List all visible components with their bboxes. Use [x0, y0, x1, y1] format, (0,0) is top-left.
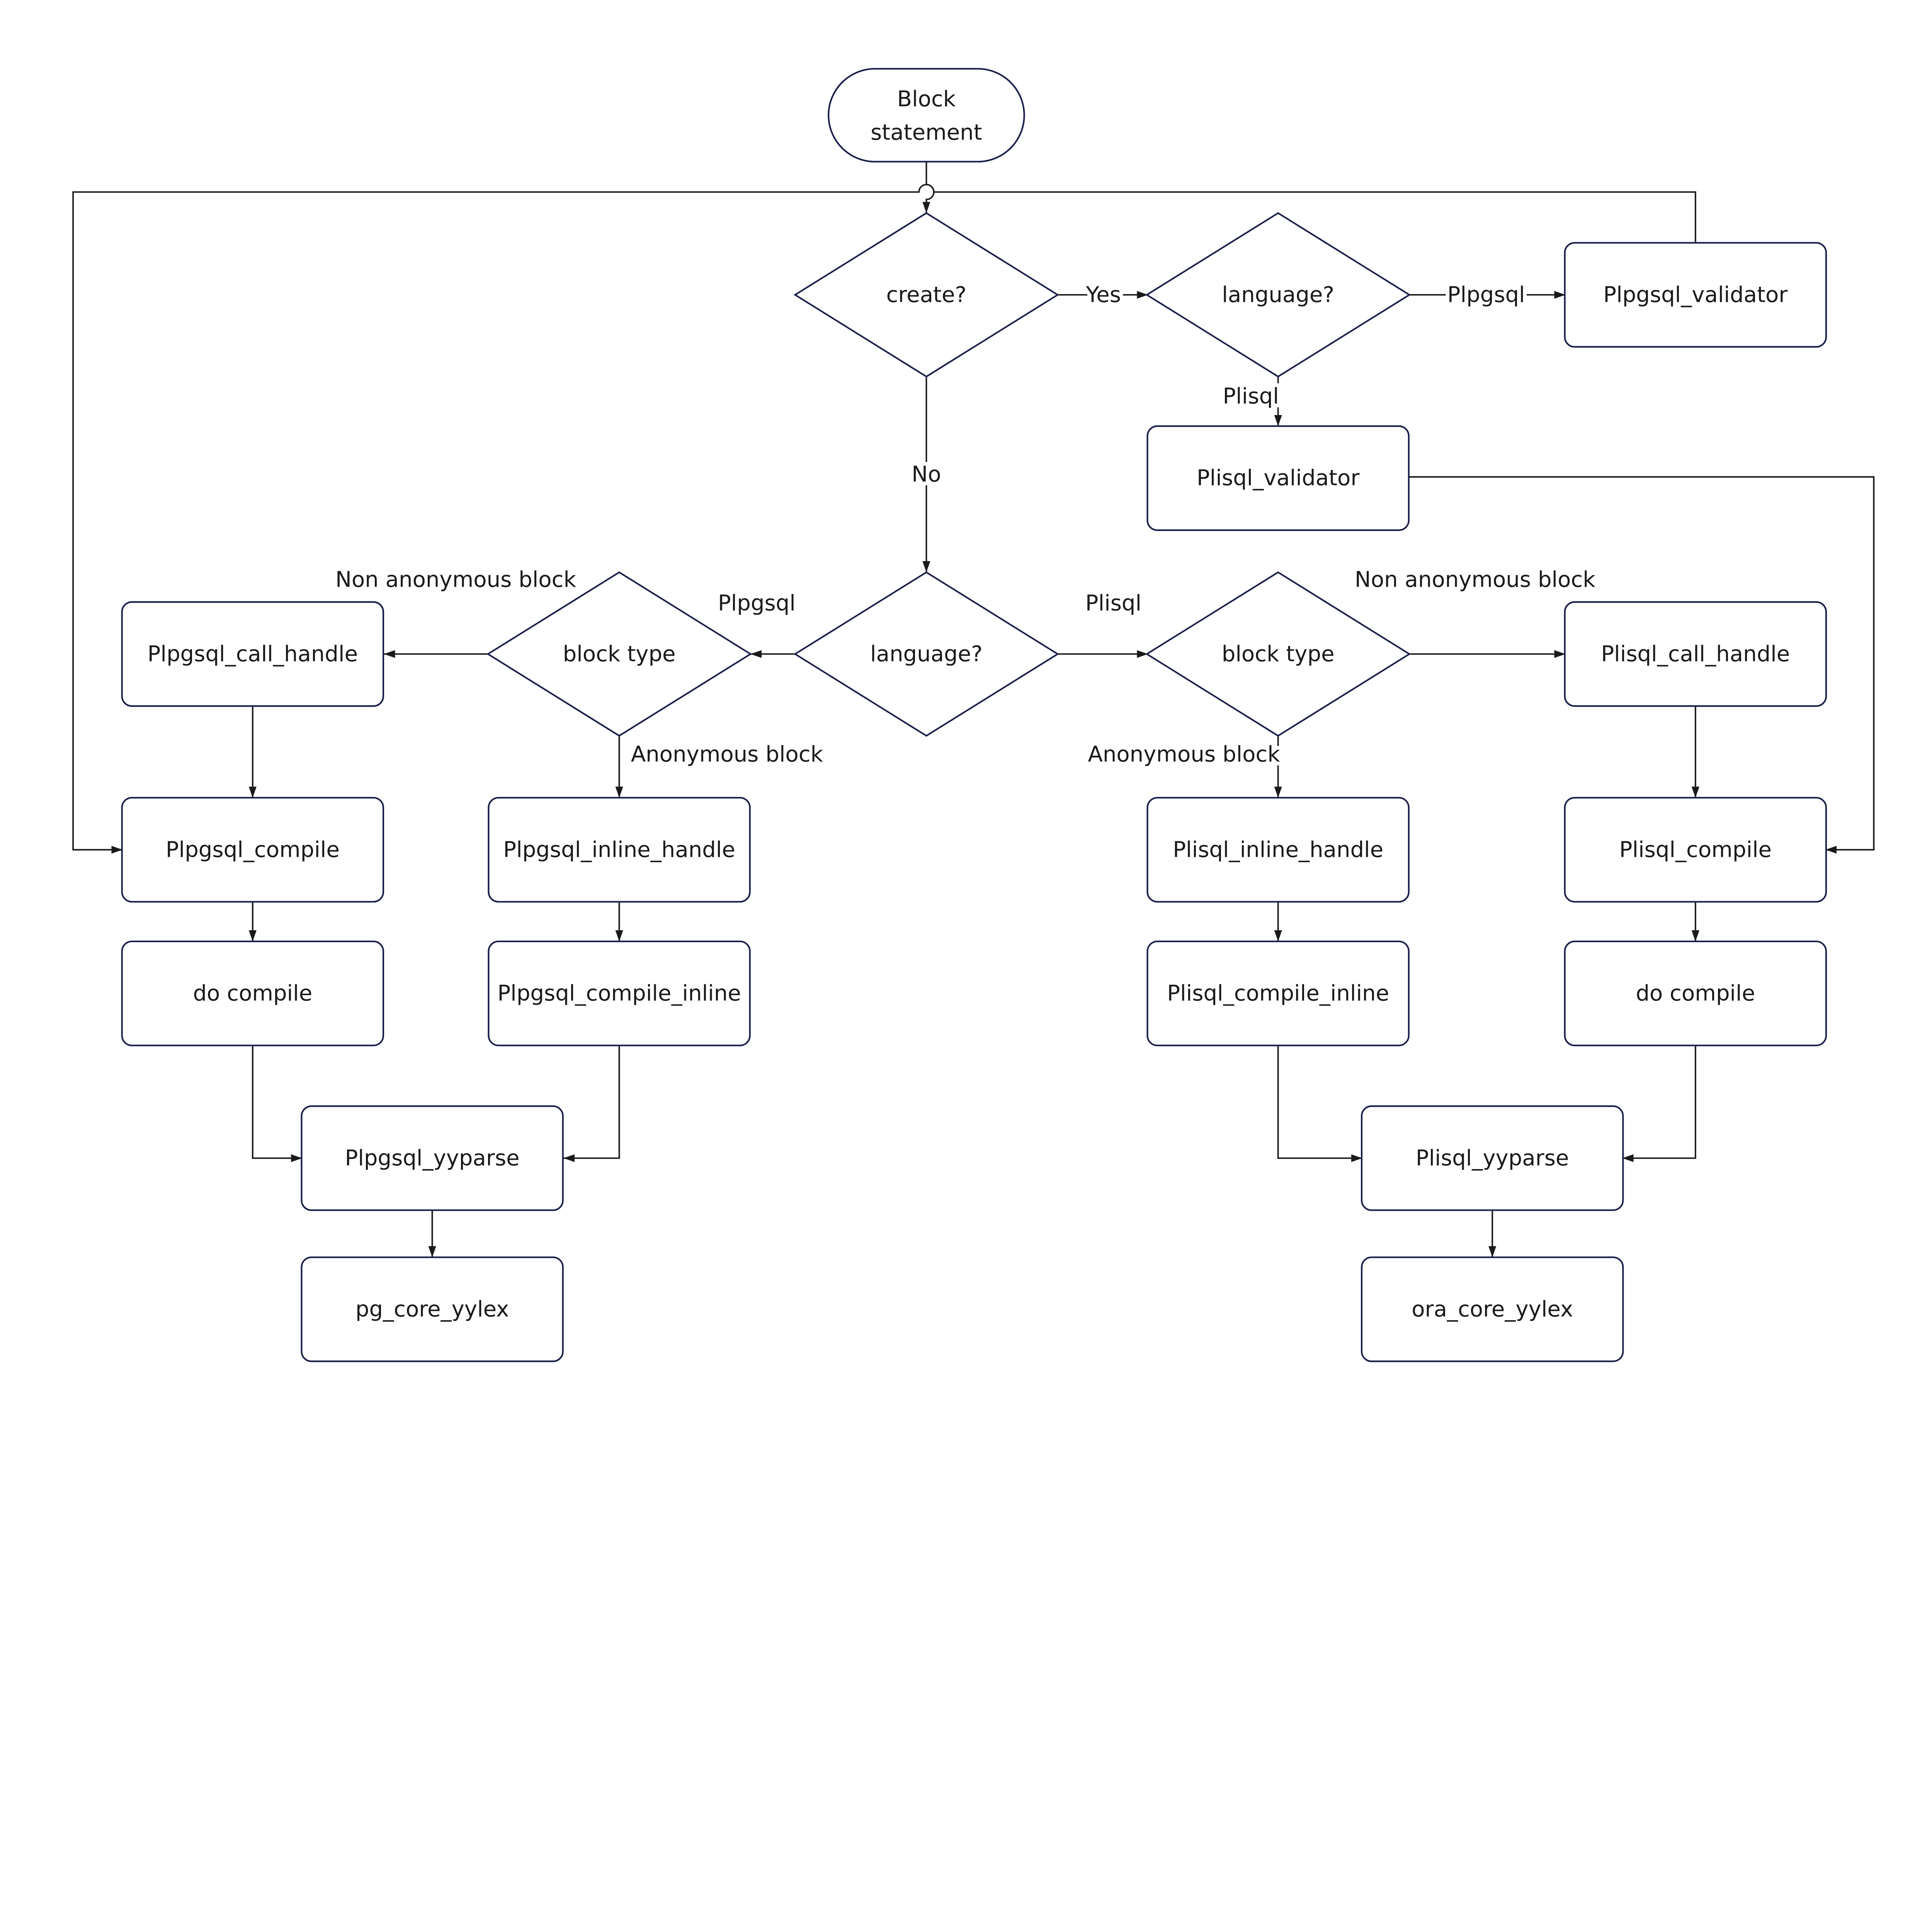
process-box [121, 797, 384, 903]
node-label: Plpgsql_yyparse [345, 1145, 520, 1171]
process-box [1361, 1105, 1624, 1211]
plpgsql-yyparse-node: Plpgsql_yyparse [301, 1105, 564, 1211]
plpgsql-call-handle-node: Plpgsql_call_handle [121, 601, 384, 707]
node-label: Plisql_inline_handle [1173, 837, 1383, 862]
plpgsql-validator-node: Plpgsql_validator [1564, 242, 1827, 348]
decision-diamond [1145, 212, 1411, 378]
plisql-compile-inline-node: Plisql_compile_inline [1146, 940, 1410, 1047]
process-box [1361, 1256, 1624, 1362]
plpgsql-compile-node: Plpgsql_compile [121, 797, 384, 903]
process-box [121, 601, 384, 707]
lang-mid-node: language? [793, 571, 1060, 737]
process-box [1146, 425, 1410, 531]
node-label: Plpgsql_validator [1603, 282, 1788, 307]
edge-plpgsql-validator-to-plpgsql-compile [72, 184, 1696, 854]
edge-label: Non anonymous block [1355, 567, 1595, 592]
node-label: Plisql_yyparse [1416, 1145, 1569, 1171]
plisql-call-handle-node: Plisql_call_handle [1564, 601, 1827, 707]
edge-label: Plisql [1085, 591, 1141, 616]
edge-label: Non anonymous block [335, 567, 576, 592]
edge-label: Plpgsql [718, 591, 796, 616]
node-label: language? [870, 642, 983, 667]
decision-diamond [793, 571, 1060, 737]
decision-diamond [793, 212, 1060, 378]
process-box [1564, 940, 1827, 1047]
node-label: Block [897, 87, 956, 112]
nodes-layer: Block statement create? language? Plpgsql_va… [121, 68, 1827, 1362]
process-box [488, 797, 751, 903]
plisql-compile-node: Plisql_compile [1564, 797, 1827, 903]
decision-diamond [1145, 571, 1411, 737]
decision-diamond [486, 571, 752, 737]
node-label: statement [871, 120, 982, 145]
node-label: ora_core_yylex [1412, 1297, 1573, 1322]
process-box [1564, 601, 1827, 707]
node-label: Plpgsql_compile_inline [497, 981, 741, 1006]
node-label: pg_core_yylex [355, 1297, 509, 1322]
create-node: create? [793, 212, 1060, 378]
process-box [301, 1105, 564, 1211]
node-label: Plisql_compile [1619, 837, 1772, 862]
process-box [121, 940, 384, 1047]
flowchart: Block statement create? language? Plpgsql_va… [72, 68, 1875, 1362]
edge-label: Plisql [1223, 384, 1279, 409]
plisql-validator-node: Plisql_validator [1146, 425, 1410, 531]
plpgsql-inline-handle-node: Plpgsql_inline_handle [488, 797, 751, 903]
edge-plisql-compile-inline-to-plisql-yyparse [1277, 1045, 1362, 1162]
process-box [301, 1256, 564, 1362]
edge-plpgsql-compile-inline-to-plpgsql-yyparse [563, 1045, 620, 1162]
edges-layer [72, 162, 1875, 1258]
node-label: block type [1222, 642, 1335, 667]
edge-label: Yes [1086, 282, 1121, 307]
process-box [488, 940, 751, 1047]
ora-core-yylex-node: ora_core_yylex [1361, 1256, 1624, 1362]
edge-label: No [912, 462, 941, 487]
node-label: block type [563, 642, 676, 667]
edge-do-compile-left-to-plpgsql-yyparse [252, 1045, 303, 1162]
edge-label: Plpgsql [1447, 282, 1525, 307]
do-compile-left-node: do compile [121, 940, 384, 1047]
start-node: Block statement [828, 68, 1025, 163]
plisql-inline-handle-node: Plisql_inline_handle [1146, 797, 1410, 903]
terminal-shape [828, 68, 1025, 163]
edge-do-compile-right-to-plisql-yyparse [1622, 1045, 1696, 1162]
node-label: create? [886, 282, 967, 307]
node-label: Plisql_compile_inline [1167, 981, 1389, 1006]
edge-label: Anonymous block [1088, 742, 1280, 767]
node-label: Plpgsql_inline_handle [503, 837, 735, 862]
node-label: Plisql_call_handle [1601, 642, 1790, 667]
plisql-yyparse-node: Plisql_yyparse [1361, 1105, 1624, 1211]
node-label: Plpgsql_compile [166, 837, 340, 862]
node-label: do compile [193, 981, 312, 1006]
do-compile-right-node: do compile [1564, 940, 1827, 1047]
block-left-node: block type [486, 571, 752, 737]
plpgsql-compile-inline-node: Plpgsql_compile_inline [488, 940, 751, 1047]
process-box [1146, 940, 1410, 1047]
process-box [1564, 797, 1827, 903]
pg-core-yylex-node: pg_core_yylex [301, 1256, 564, 1362]
node-label: language? [1222, 282, 1334, 307]
node-label: Plpgsql_call_handle [148, 642, 358, 667]
node-label: Plisql_validator [1197, 466, 1360, 491]
edge-plisql-validator-to-plisql-compile [1409, 476, 1875, 854]
lang-top-node: language? [1145, 212, 1411, 378]
edge-label: Anonymous block [631, 742, 823, 767]
process-box [1146, 797, 1410, 903]
block-right-node: block type [1145, 571, 1411, 737]
node-label: do compile [1636, 981, 1755, 1006]
process-box [1564, 242, 1827, 348]
